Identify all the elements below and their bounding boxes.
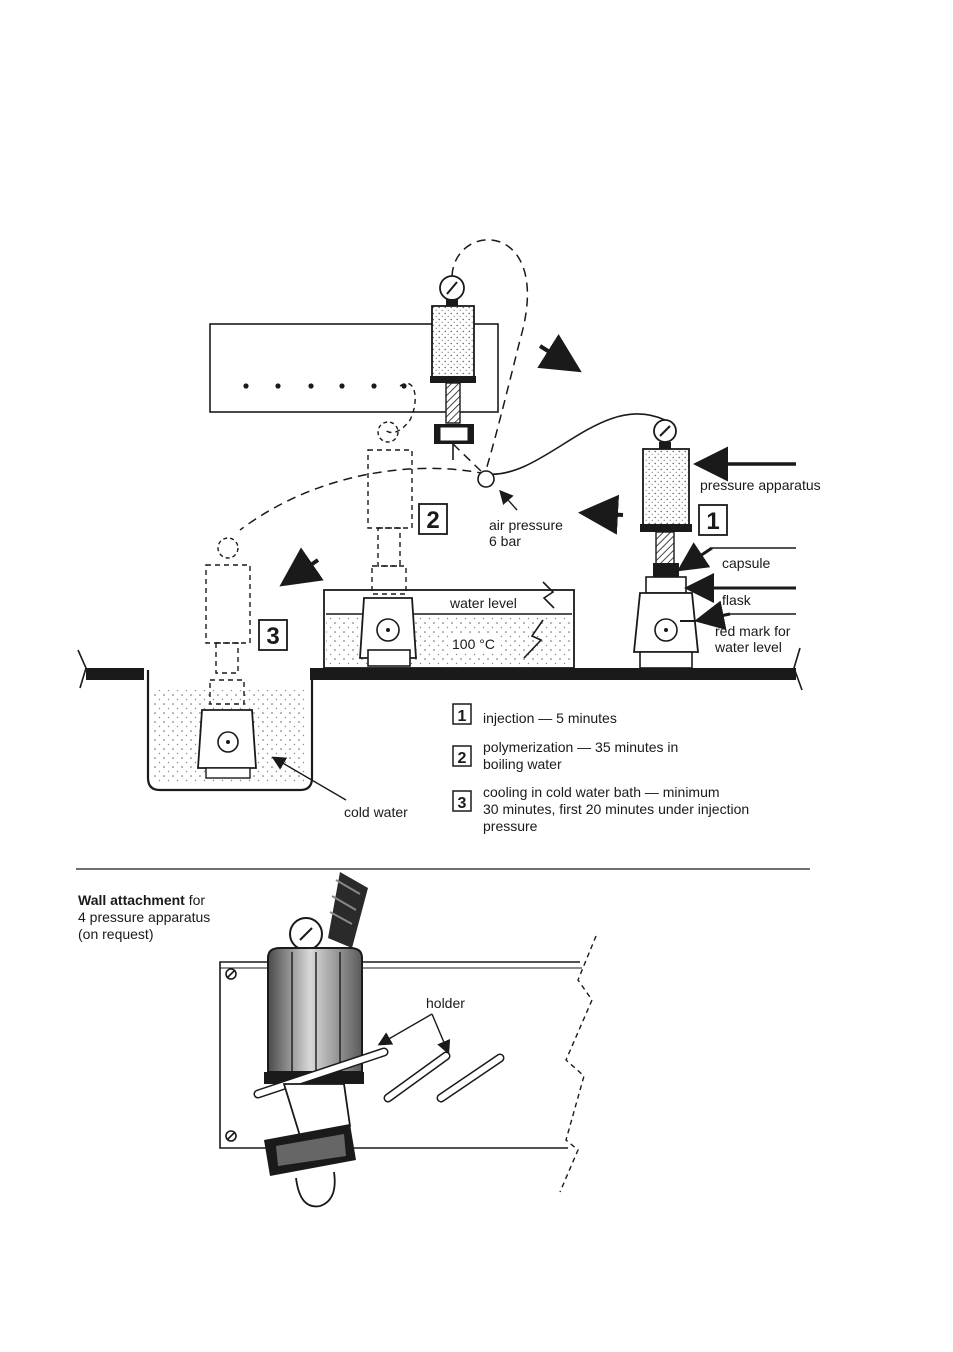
wall-mounted-apparatus — [430, 275, 476, 460]
legend: 1 injection — 5 minutes 2 polymerization… — [452, 703, 749, 834]
svg-text:boiling water: boiling water — [483, 756, 562, 772]
label-air-pressure-line1: air pressure — [489, 517, 563, 533]
apparatus-step-1 — [633, 419, 699, 669]
svg-text:polymerization — 35 minutes in: polymerization — 35 minutes in — [483, 739, 678, 755]
svg-text:30 minutes, first 20 minutes u: 30 minutes, first 20 minutes under injec… — [483, 801, 749, 817]
holder-pegs — [383, 1051, 505, 1103]
apparatus-bundle — [253, 872, 389, 1208]
wall-attachment-line3: (on request) — [78, 926, 153, 942]
step-badge-1: 1 — [698, 504, 728, 536]
label-red-mark-line2: water level — [714, 639, 782, 655]
step-badges: 1 2 3 — [258, 503, 728, 651]
step-badge-3: 3 — [258, 619, 288, 651]
label-holder: holder — [426, 995, 465, 1011]
step-badge-2: 2 — [418, 503, 448, 535]
holder-leader-lines — [377, 1013, 451, 1055]
svg-text:cooling in cold water bath — m: cooling in cold water bath — minimum — [483, 784, 720, 800]
legend-item-1: 1 injection — 5 minutes — [452, 703, 617, 726]
label-capsule: capsule — [722, 555, 770, 571]
apparatus-step-2 — [359, 421, 417, 667]
table-beam — [77, 647, 803, 691]
wall-attachment-title: Wall attachment for — [78, 892, 205, 908]
legend-item-3: 3 cooling in cold water bath — minimum 3… — [452, 784, 749, 834]
label-flask: flask — [722, 592, 752, 608]
apparatus-step-3 — [197, 537, 257, 779]
svg-text:pressure: pressure — [483, 818, 538, 834]
leader-lines — [271, 446, 796, 801]
label-temperature: 100 °C — [452, 636, 495, 652]
air-hose — [239, 239, 666, 531]
label-cold-water: cold water — [344, 804, 408, 820]
svg-text:3: 3 — [458, 795, 467, 812]
svg-text:injection — 5 minutes: injection — 5 minutes — [483, 710, 617, 726]
svg-text:2: 2 — [426, 507, 439, 534]
air-valve-icon — [477, 470, 495, 488]
label-air-pressure-line2: 6 bar — [489, 533, 521, 549]
label-water-level: water level — [449, 595, 517, 611]
svg-text:1: 1 — [706, 508, 719, 535]
legend-item-2: 2 polymerization — 35 minutes in boiling… — [452, 739, 678, 772]
svg-text:1: 1 — [458, 708, 467, 725]
label-pressure-apparatus: pressure apparatus — [700, 477, 821, 493]
label-red-mark-line1: red mark for — [715, 623, 791, 639]
flow-arrows — [279, 334, 624, 587]
svg-text:3: 3 — [266, 623, 279, 650]
wall-attachment-line2: 4 pressure apparatus — [78, 909, 210, 925]
svg-text:2: 2 — [458, 750, 467, 767]
